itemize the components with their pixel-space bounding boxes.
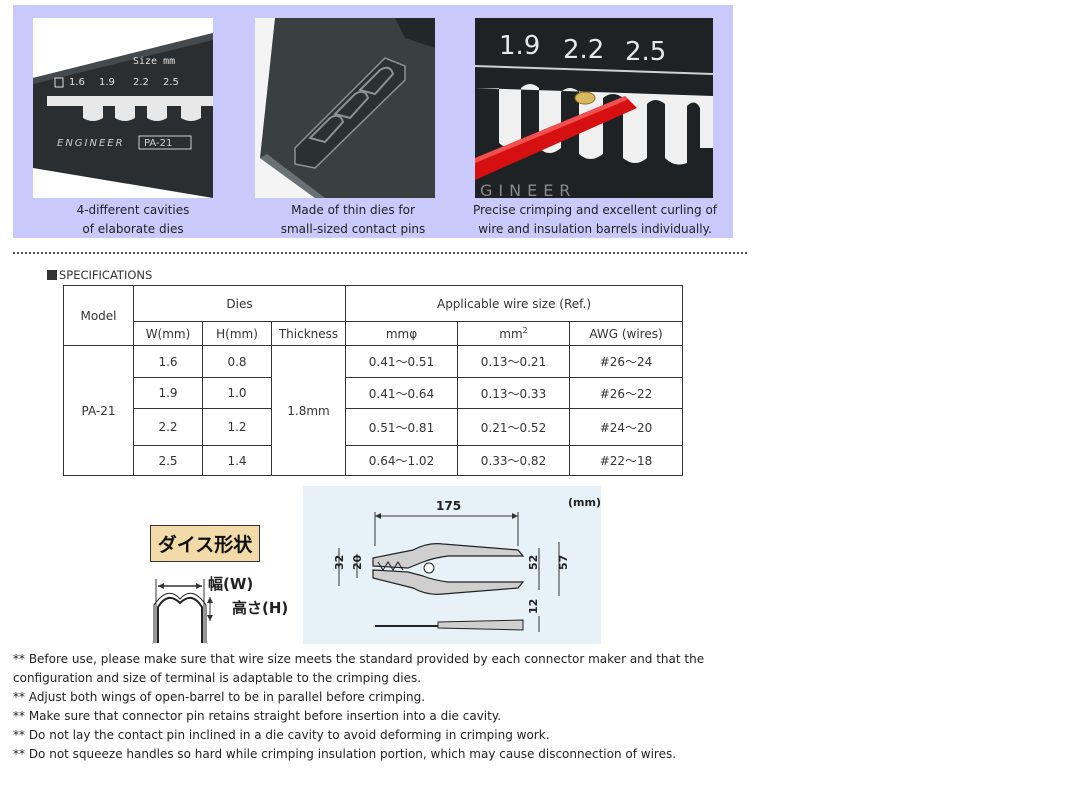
caption-1: 4-different cavities of elaborate dies <box>76 203 190 236</box>
dies-shape-title: ダイス形状 <box>150 525 260 562</box>
cell-w: 2.2 <box>133 408 203 446</box>
cell-h: 0.8 <box>202 345 272 378</box>
cell-model: PA-21 <box>63 345 134 476</box>
cell-h: 1.2 <box>202 408 272 446</box>
header-w: W(mm) <box>133 321 203 346</box>
note-line: ** Do not squeeze handles so hard while … <box>13 747 677 761</box>
note-line: ** Make sure that connector pin retains … <box>13 709 502 723</box>
table-row: 1.9 1.0 0.41～0.64 0.13～0.33 #26～22 <box>64 377 683 409</box>
header-mm-phi: mmφ <box>345 321 458 346</box>
table-row: 2.2 1.2 0.51～0.81 0.21～0.52 #24～20 <box>64 408 683 446</box>
cell-area: 0.13～0.33 <box>457 377 570 409</box>
cell-dia: 0.41～0.51 <box>345 345 458 378</box>
cell-awg: #26～22 <box>569 377 683 409</box>
jaw-height-32: 32 <box>333 555 346 570</box>
dies-shape-diagram: 幅(W) 高さ(H) <box>153 575 288 643</box>
section-divider <box>13 252 747 254</box>
jaw-height-20: 20 <box>351 554 364 570</box>
header-awg: AWG (wires) <box>569 321 683 346</box>
handle-height-52: 52 <box>527 555 540 570</box>
cell-dia: 0.41～0.64 <box>345 377 458 409</box>
caption-3: Precise crimping and excellent curling o… <box>472 203 718 236</box>
cell-h: 1.0 <box>202 377 272 409</box>
spec-section-title: SPECIFICATIONS <box>47 268 152 282</box>
square-bullet-icon <box>47 270 57 280</box>
unit-label: (mm) <box>568 496 601 509</box>
table-row: PA-21 1.6 0.8 1.8mm 0.41～0.51 0.13～0.21 … <box>63 345 683 476</box>
note-line: ** Do not lay the contact pin inclined i… <box>13 728 550 742</box>
feature-banner: Size mm 1.6 1.9 2.2 2.5 ENGINEER PA-21 1… <box>13 5 733 238</box>
die-photo-2 <box>255 18 435 198</box>
handle-height-57: 57 <box>557 555 570 570</box>
cell-awg: #24～20 <box>569 408 683 446</box>
usage-notes: ** Before use, please make sure that wir… <box>13 650 704 764</box>
size-label-1.6: 1.6 <box>69 77 85 88</box>
cell-w: 1.9 <box>133 377 203 409</box>
cell-thickness: 1.8mm <box>271 345 346 476</box>
header-applicable-wire-size: Applicable wire size (Ref.) <box>345 285 683 322</box>
cell-h: 1.4 <box>202 445 272 476</box>
cell-awg: #26～24 <box>569 345 683 378</box>
die-photo-1: Size mm 1.6 1.9 2.2 2.5 ENGINEER PA-21 <box>33 18 213 198</box>
note-line: configuration and size of terminal is ad… <box>13 671 422 685</box>
header-h: H(mm) <box>202 321 272 346</box>
dimension-drawing: (mm) 175 32 20 52 57 12 <box>303 486 601 644</box>
header-thickness: Thickness <box>271 321 346 346</box>
header-mm2: mm2 <box>457 321 570 346</box>
header-dies: Dies <box>133 285 346 322</box>
note-line: ** Adjust both wings of open-barrel to b… <box>13 690 426 704</box>
height-label: 高さ(H) <box>232 599 288 617</box>
thickness-dimension: 12 <box>527 599 540 614</box>
cell-w: 1.6 <box>133 345 203 378</box>
header-model: Model <box>63 285 134 346</box>
size-label-2.2: 2.2 <box>563 35 604 65</box>
caption-2: Made of thin dies for small-sized contac… <box>280 203 426 236</box>
size-label-1.9: 1.9 <box>99 77 115 88</box>
cell-dia: 0.64～1.02 <box>345 445 458 476</box>
die-photo-3: 1.9 2.2 2.5 GINEER <box>475 18 713 198</box>
brand-label: ENGINEER <box>57 138 125 149</box>
size-label: Size mm <box>133 56 175 67</box>
cell-area: 0.21～0.52 <box>457 408 570 446</box>
cell-area: 0.13～0.21 <box>457 345 570 378</box>
cell-dia: 0.51～0.81 <box>345 408 458 446</box>
size-label-1.9: 1.9 <box>499 31 540 61</box>
table-row: 2.5 1.4 0.64～1.02 0.33～0.82 #22～18 <box>64 445 683 476</box>
cell-w: 2.5 <box>133 445 203 476</box>
size-label-2.5: 2.5 <box>163 77 179 88</box>
cell-awg: #22～18 <box>569 445 683 476</box>
size-label-2.5: 2.5 <box>625 37 666 67</box>
brand-label-partial: GINEER <box>480 181 576 198</box>
spec-table: Model Dies Applicable wire size (Ref.) W… <box>63 285 683 476</box>
model-label: PA-21 <box>144 138 172 149</box>
cell-area: 0.33～0.82 <box>457 445 570 476</box>
note-line: ** Before use, please make sure that wir… <box>13 652 705 666</box>
length-dimension: 175 <box>436 499 461 513</box>
width-label: 幅(W) <box>208 575 253 593</box>
size-label-2.2: 2.2 <box>133 77 149 88</box>
